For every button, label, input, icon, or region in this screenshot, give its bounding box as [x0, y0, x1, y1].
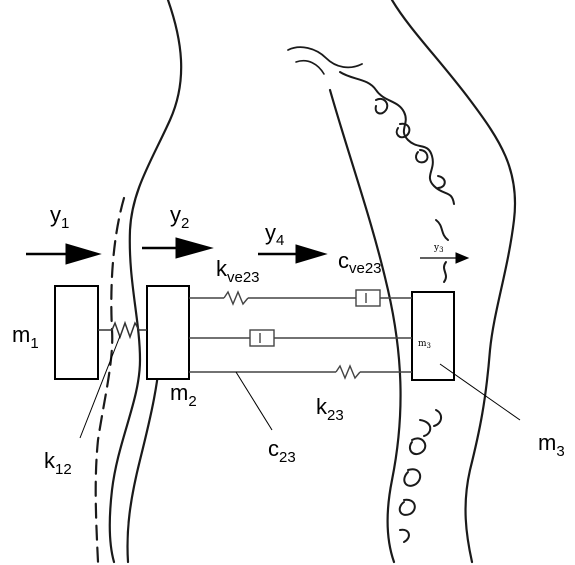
- label-c23: c23: [268, 436, 296, 466]
- label-kve23: kve23: [216, 256, 260, 286]
- label-k23: k23: [316, 394, 344, 424]
- damper-cve23: [356, 290, 380, 306]
- leader-m3: [440, 364, 520, 420]
- neck-line-2: [296, 61, 324, 74]
- label-m3: m3: [538, 430, 565, 460]
- label-y1: y1: [50, 202, 69, 232]
- spring-kve23: [224, 292, 248, 304]
- chest-wall-front-line: [110, 0, 181, 562]
- rail-middle-c23: [189, 330, 412, 346]
- body-outline-sketch: [96, 0, 515, 562]
- label-m1: m1: [12, 322, 39, 352]
- label-y2: y2: [170, 202, 189, 232]
- back-outline: [392, 0, 515, 562]
- spine-inner-contour: [330, 90, 401, 562]
- label-k12: k12: [44, 448, 72, 478]
- neck-line: [288, 47, 362, 67]
- arrow-y2-head: [176, 238, 212, 258]
- displacement-arrows: [26, 238, 468, 264]
- arrow-y4-head: [296, 245, 326, 263]
- rail-bottom-k23: [189, 366, 412, 378]
- arrow-y3-head: [456, 253, 468, 263]
- label-y4: y4: [265, 220, 284, 249]
- leader-c23: [236, 372, 272, 430]
- arrow-y1-head: [66, 244, 100, 264]
- mass-m2-block: [147, 286, 189, 379]
- label-m2: m2: [170, 380, 197, 410]
- label-cve23: cve23: [338, 248, 382, 277]
- mass-m3-block: [412, 292, 454, 380]
- label-y3-faint: y3: [433, 243, 444, 254]
- spring-k23: [336, 366, 360, 378]
- mass-m1-block: [55, 286, 98, 379]
- rail-top-kve23-cve23: [189, 290, 412, 306]
- damper-c23: [250, 330, 274, 346]
